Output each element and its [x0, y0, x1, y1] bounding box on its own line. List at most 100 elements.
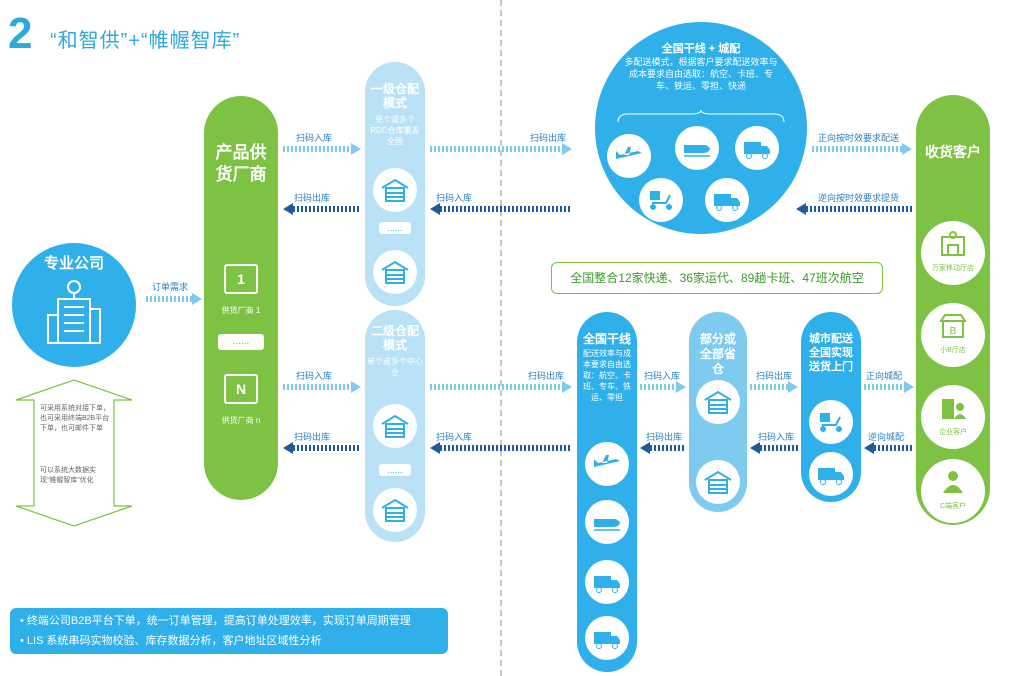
arrow-label: 逆向城配 [868, 432, 905, 442]
warehouse2-label: 二级仓配模式 [370, 324, 419, 352]
arrow-left [430, 439, 572, 457]
notes-box: 可采用系统对接下单，也可采用终端B2B平台下单，也可邮件下单 可以系统大数据实现… [14, 378, 134, 528]
person-icon [943, 471, 963, 493]
arrow-label: 逆向按时效要求提货 [818, 193, 900, 203]
warehouse1-label: 一级仓配模式 [370, 82, 419, 110]
arrow-right [812, 140, 912, 158]
city-pill: 城市配送全国实现送货上门 [801, 312, 861, 502]
store-icon [941, 231, 965, 256]
supplier-item-n: N [220, 374, 262, 404]
supplier-item-n-label: 供货厂商 n [221, 416, 261, 425]
truck-icon [585, 616, 629, 660]
warehouse-icon [373, 168, 417, 212]
warehouse-icon [373, 250, 417, 294]
arrow-left [283, 200, 361, 218]
order-arrow [146, 290, 202, 308]
warehouse1-desc: 单个或多个RDC仓库覆盖全国 [370, 115, 420, 146]
arrow-label: 正向城配 [866, 371, 903, 381]
scooter-icon [809, 400, 853, 444]
arrow-right [283, 140, 361, 158]
arrow-right [864, 378, 914, 396]
arrow-label: 正向按时效要求配送 [818, 133, 900, 143]
warehouse2-dots: ...... [379, 464, 411, 476]
divider-line [500, 0, 502, 676]
customer-item: C端客户 [921, 459, 985, 523]
province-pill: 部分或全部省仓 [689, 312, 747, 512]
brace-line [617, 110, 785, 123]
network-title: 全国干线 + 城配 [661, 43, 741, 55]
company-circle: 专业公司 [12, 243, 136, 367]
network-circle: 全国干线 + 城配 多配送模式，根据客户要求配送效率与成本要求自由选取：航空、卡… [595, 22, 807, 234]
arrow-label: 扫码入库 [296, 133, 333, 143]
arrow-label: 扫码入库 [436, 193, 473, 203]
arrow-label: 扫码出库 [756, 371, 793, 381]
arrow-label: 扫码入库 [296, 371, 333, 381]
truck-icon [735, 126, 779, 170]
customer-item-label: 万家移动厅店 [932, 265, 974, 272]
arrow-label: 扫码入库 [436, 432, 473, 442]
factory-n-icon: N [235, 381, 247, 397]
note-1: 可采用系统对接下单，也可采用终端B2B平台下单，也可邮件下单 [40, 405, 110, 432]
city-label: 城市配送全国实现送货上门 [809, 333, 853, 373]
arrow-label: 扫码出库 [528, 371, 565, 381]
truck-icon [809, 452, 853, 496]
arrow-left [640, 439, 686, 457]
summary-box: • 终端公司B2B平台下单，统一订单管理，提高订单处理效率，实现订单周期管理 •… [10, 608, 448, 654]
arrow-right [640, 378, 686, 396]
scooter-icon [639, 178, 683, 222]
arrow-left [864, 439, 914, 457]
arrow-right [430, 378, 572, 396]
section-number: 2 [8, 9, 33, 58]
train-icon [585, 500, 629, 544]
trunk-desc: 配送效率与成本要求自由选取：航空、卡班、专车、铁运、零担 [583, 349, 631, 402]
order-label: 订单需求 [152, 282, 189, 292]
customer-item-label: 小B厅店 [940, 347, 966, 354]
summary-text: LIS 系统串码实物校验、库存数据分析，客户地址区域性分析 [26, 635, 322, 647]
customer-item: B 小B厅店 [921, 303, 985, 367]
factory-1-icon: 1 [237, 271, 245, 287]
note-2: 可以系统大数据实现“帷幄智库”优化 [40, 467, 96, 484]
truck-icon [585, 560, 629, 604]
svg-text:B: B [950, 326, 957, 337]
customer-label: 收货客户 [925, 144, 981, 160]
airplane-icon [607, 134, 651, 178]
province-label: 部分或全部省仓 [699, 332, 736, 376]
arrow-label: 扫码入库 [644, 371, 681, 381]
supplier-dots: ...... [218, 334, 264, 350]
capacity-notice: 全国整合12家快递、36家运代、89趟卡班、47班次航空 [551, 262, 883, 294]
supplier-item-1-label: 供货厂商 1 [221, 306, 261, 315]
summary-text: 终端公司B2B平台下单，统一订单管理，提高订单处理效率，实现订单周期管理 [26, 615, 411, 627]
warehouse-icon [696, 460, 740, 504]
warehouse-icon [373, 404, 417, 448]
customer-pill: 收货客户 万家移动厅店 B 小B厅店 企业客户 C端客户 [916, 95, 990, 525]
train-icon [675, 126, 719, 170]
customer-item-label: C端客户 [939, 503, 967, 510]
arrow-left [750, 439, 798, 457]
warehouse1-dots: ...... [379, 222, 411, 234]
building-icon [47, 280, 101, 344]
truck-icon [705, 178, 749, 222]
arrow-label: 扫码出库 [294, 432, 331, 442]
warehouse1-pill: 一级仓配模式 单个或多个RDC仓库覆盖全国 ...... [365, 62, 425, 306]
shop-b-icon: B [939, 314, 967, 338]
enterprise-icon [942, 399, 966, 419]
customer-item: 企业客户 [921, 385, 985, 449]
supplier-item-1: 1 [220, 264, 262, 294]
airplane-icon [585, 442, 629, 486]
warehouse2-pill: 二级仓配模式 单个或多个中心仓 ...... [365, 310, 425, 542]
summary-item: • 终端公司B2B平台下单，统一订单管理，提高订单处理效率，实现订单周期管理 [20, 615, 411, 627]
customer-item: 万家移动厅店 [921, 221, 985, 285]
arrow-right [283, 378, 361, 396]
warehouse-icon [373, 488, 417, 532]
warehouse-icon [696, 380, 740, 424]
supplier-label: 产品供货厂商 [215, 143, 267, 184]
arrow-left [283, 439, 361, 457]
arrow-label: 扫码出库 [530, 133, 567, 143]
trunk-label: 全国干线 [582, 332, 631, 346]
arrow-right [430, 140, 572, 158]
arrow-left [430, 200, 572, 218]
summary-item: • LIS 系统串码实物校验、库存数据分析，客户地址区域性分析 [20, 635, 322, 647]
supplier-pill: 产品供货厂商 1 供货厂商 1 ...... N 供货厂商 n [204, 96, 278, 500]
arrow-label: 扫码出库 [646, 432, 683, 442]
company-label: 专业公司 [43, 255, 104, 272]
